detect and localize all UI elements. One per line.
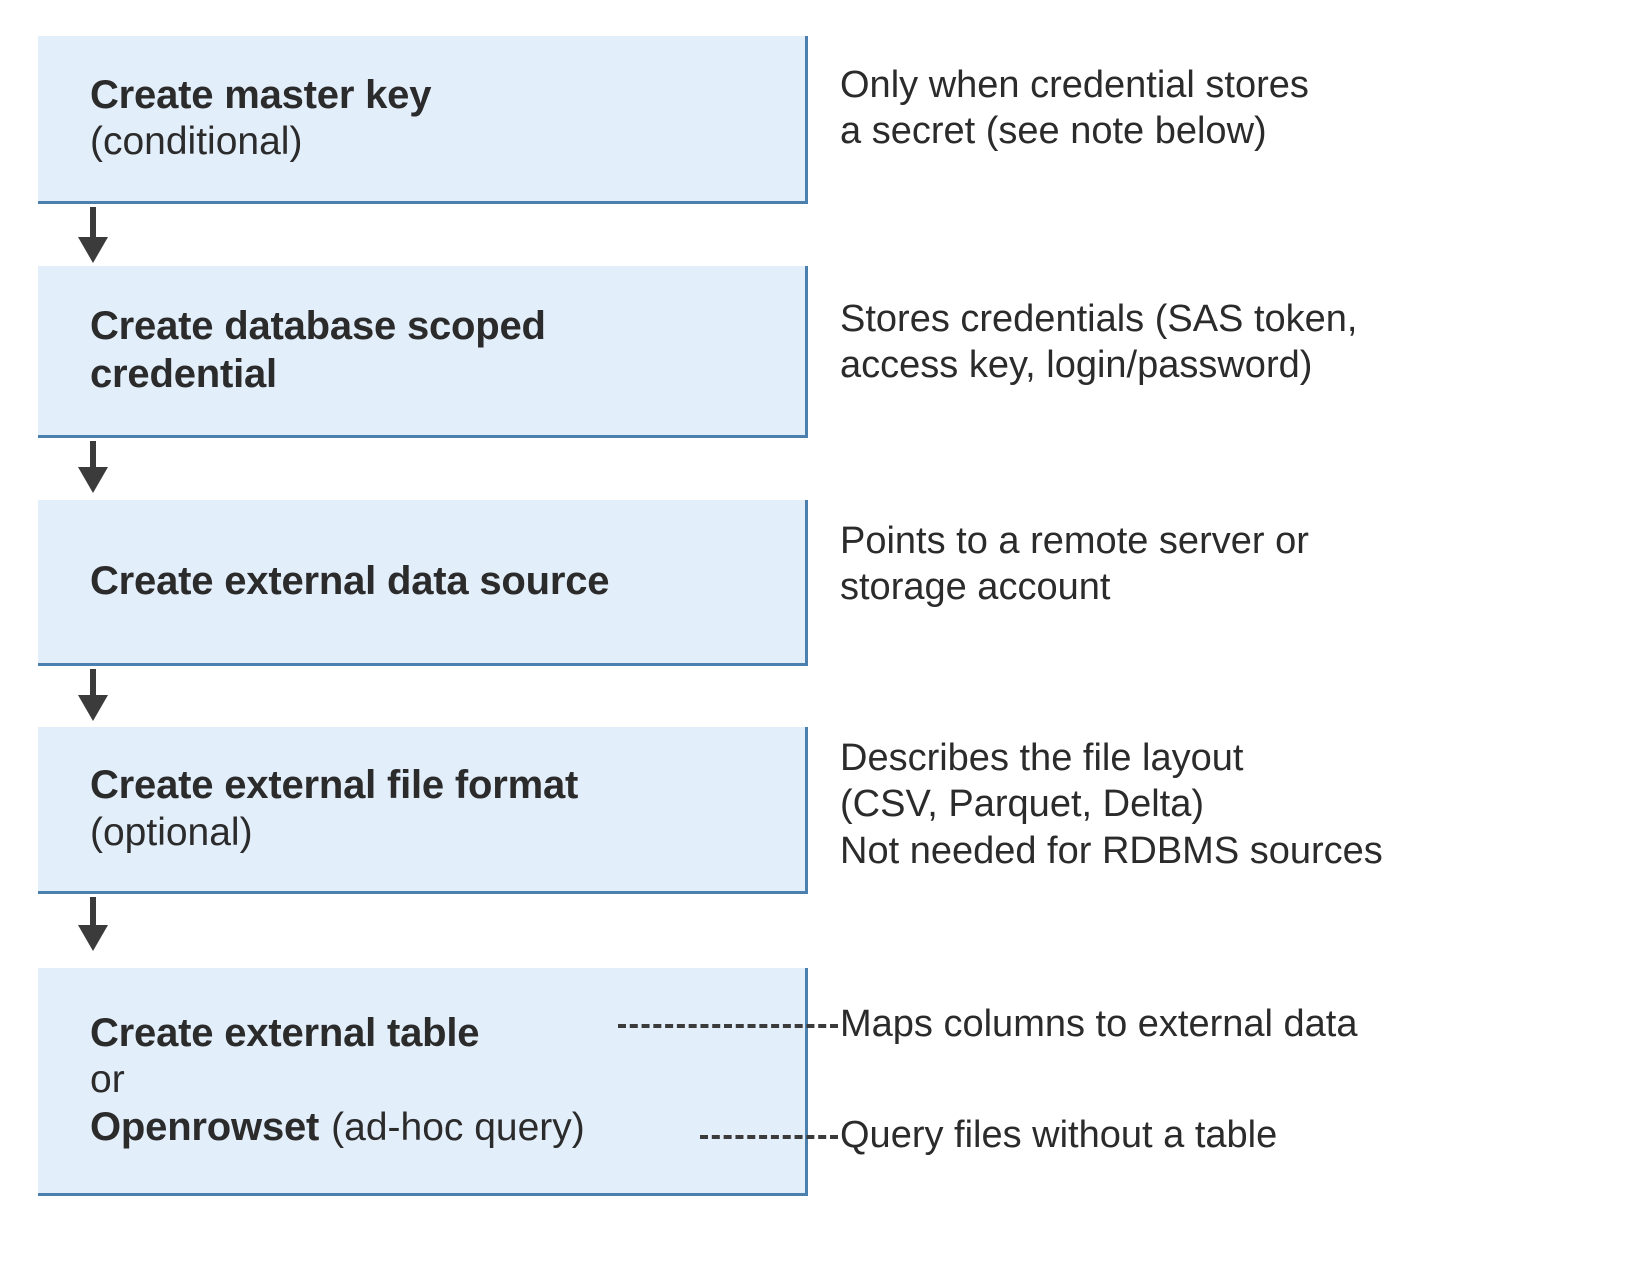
step-title-create-master-key: Create master key — [90, 72, 432, 117]
step-box-create-database-scoped-credential[interactable]: Create database scoped credential — [38, 266, 808, 438]
step-text-create-external-table-or-openrowset: Create external table or Openrowset (ad-… — [38, 1010, 805, 1150]
step-box-create-external-table-or-openrowset[interactable]: Create external table or Openrowset (ad-… — [38, 968, 808, 1196]
step-title-create-external-file-format: Create external file format — [90, 763, 579, 808]
description-create-master-key: Only when credential stores a secret (se… — [840, 62, 1309, 155]
description-line: Maps columns to external data — [840, 1003, 1358, 1045]
dashed-leader-openrowset — [700, 1135, 838, 1139]
step-title-openrowset-suffix: (ad-hoc query) — [331, 1105, 585, 1149]
step-box-create-master-key[interactable]: Create master key (conditional) — [38, 36, 808, 204]
description-line: Describes the file layout — [840, 737, 1244, 779]
arrow-down-icon-3 — [78, 669, 108, 724]
description-create-external-table: Maps columns to external data — [840, 1001, 1358, 1047]
description-create-external-file-format: Describes the file layout (CSV, Parquet,… — [840, 735, 1383, 874]
step-title-openrowset-row: Openrowset (ad-hoc query) — [90, 1104, 791, 1151]
step-title-create-database-scoped-credential: Create database scoped — [90, 304, 546, 349]
step-subtitle-create-external-file-format: (optional) — [90, 810, 253, 854]
description-line: Only when credential stores — [840, 64, 1309, 106]
step-text-create-database-scoped-credential: Create database scoped credential — [38, 303, 805, 397]
step-subtitle-create-master-key: (conditional) — [90, 120, 303, 164]
arrow-down-icon-4 — [78, 897, 108, 952]
arrow-down-icon-1 — [78, 207, 108, 263]
step-text-create-master-key: Create master key (conditional) — [38, 72, 805, 165]
step-text-create-external-file-format: Create external file format (optional) — [38, 762, 805, 855]
step-box-create-external-file-format[interactable]: Create external file format (optional) — [38, 727, 808, 894]
step-title-create-database-scoped-credential-line2: credential — [90, 351, 277, 396]
description-line: Points to a remote server or — [840, 520, 1309, 562]
description-create-external-data-source: Points to a remote server or storage acc… — [840, 518, 1309, 611]
dashed-leader-external-table — [618, 1024, 838, 1028]
step-box-create-external-data-source[interactable]: Create external data source — [38, 500, 808, 666]
description-line: Stores credentials (SAS token, — [840, 298, 1358, 340]
step-separator-or: or — [90, 1058, 125, 1102]
step-title-create-external-table: Create external table — [90, 1011, 480, 1056]
step-text-create-external-data-source: Create external data source — [38, 558, 805, 605]
description-line: Not needed for RDBMS sources — [840, 829, 1383, 872]
description-line: access key, login/password) — [840, 344, 1313, 387]
step-title-create-external-data-source: Create external data source — [90, 558, 610, 603]
description-line: storage account — [840, 566, 1111, 609]
description-line: Query files without a table — [840, 1114, 1278, 1156]
description-line: (CSV, Parquet, Delta) — [840, 783, 1204, 826]
description-create-database-scoped-credential: Stores credentials (SAS token, access ke… — [840, 296, 1357, 389]
step-title-openrowset: Openrowset — [90, 1104, 320, 1149]
description-line: a secret (see note below) — [840, 110, 1267, 153]
arrow-down-icon-2 — [78, 441, 108, 496]
description-openrowset: Query files without a table — [840, 1112, 1277, 1158]
